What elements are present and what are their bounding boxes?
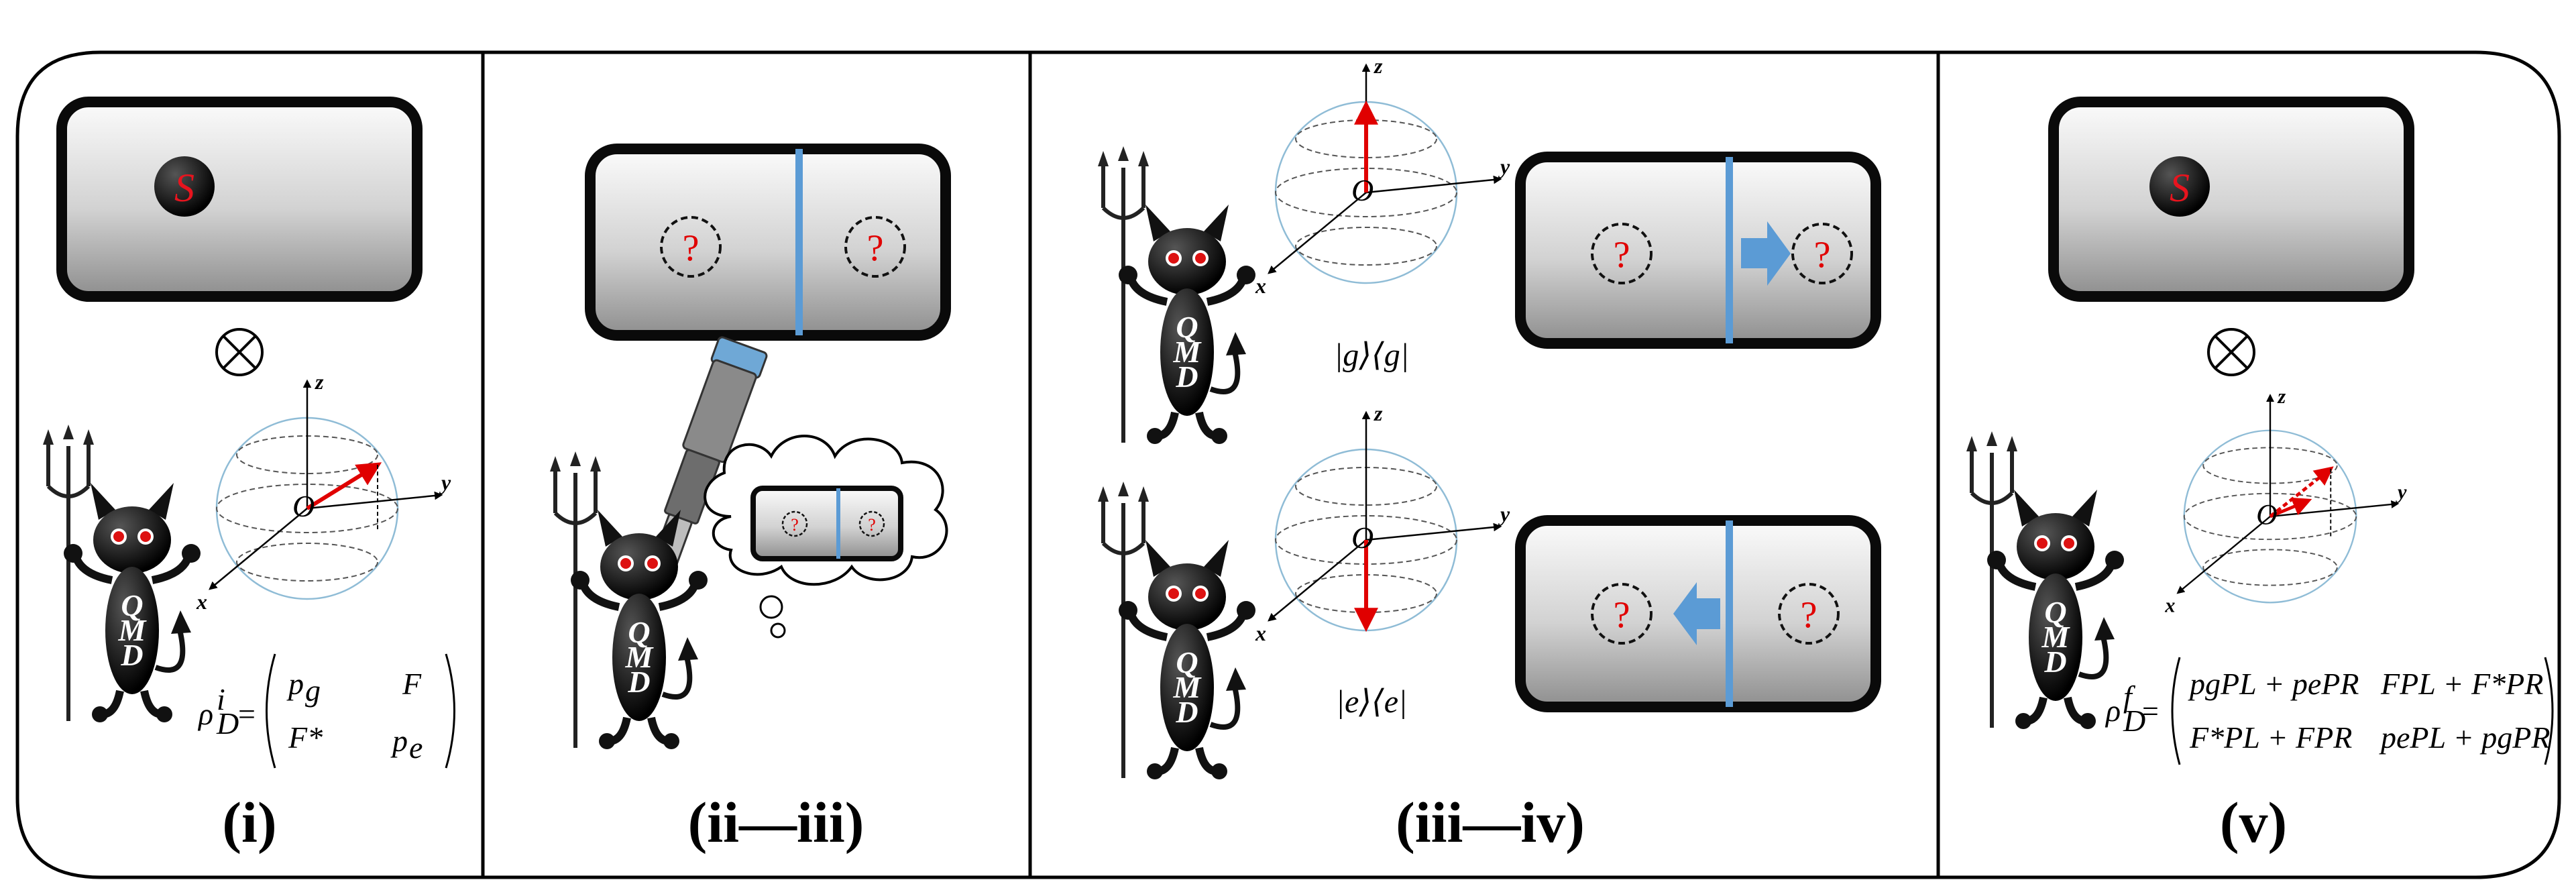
svg-text:?: ? — [791, 515, 799, 535]
right-arrow — [1741, 221, 1791, 286]
svg-text:M: M — [2041, 620, 2071, 654]
svg-text:=: = — [238, 697, 256, 731]
svg-text:D: D — [1175, 360, 1198, 394]
svg-text:Q: Q — [1176, 645, 1198, 679]
svg-text:?: ? — [1801, 594, 1817, 636]
svg-text:Q: Q — [628, 615, 650, 649]
svg-text:O: O — [1351, 520, 1374, 555]
svg-text:FPL + F*PR: FPL + F*PR — [2380, 667, 2543, 701]
svg-text:M: M — [625, 640, 655, 674]
svg-text:M: M — [1173, 335, 1202, 369]
svg-text:D: D — [120, 638, 143, 672]
system-symbol: S — [174, 166, 194, 210]
panel-iii-iv: Q M D z y x O |g⟩⟨g| ? ? Q M D z y x O — [1098, 54, 1881, 855]
bloch-sphere-excited: z y x O — [1255, 401, 1510, 645]
svg-text:D: D — [216, 706, 239, 740]
svg-text:z: z — [315, 370, 324, 394]
panel-label-iii-iv: (iii—iv) — [1396, 790, 1585, 855]
panel-label-i: (i) — [222, 790, 276, 855]
system-box — [56, 97, 423, 302]
svg-text:D: D — [1175, 695, 1198, 729]
svg-text:pgPL + pePR: pgPL + pePR — [2188, 667, 2359, 701]
excited-state-label: |e⟩⟨e| — [1336, 684, 1407, 720]
initial-density-matrix: ρ i D = p g F F* p e — [197, 653, 455, 769]
ground-state-label: |g⟩⟨g| — [1334, 337, 1409, 373]
system-ball — [154, 156, 215, 217]
left-arrow — [1673, 582, 1720, 645]
svg-text:M: M — [1173, 670, 1202, 704]
svg-text:?: ? — [868, 515, 876, 535]
svg-text:e: e — [409, 730, 423, 765]
svg-text:?: ? — [1614, 594, 1630, 636]
panel-i: S Q M D z y x O ρ i D = p g F F* p — [43, 97, 455, 855]
svg-text:?: ? — [1614, 234, 1630, 276]
panel-ii-iii: ? ? Q M D ? ? (ii—iii) — [550, 144, 951, 855]
demon-qmd — [1098, 146, 1255, 444]
svg-text:D: D — [2123, 704, 2145, 738]
svg-text:g: g — [305, 673, 321, 708]
bloch-sphere-final: z y x O — [2164, 385, 2407, 617]
svg-text:z: z — [1374, 401, 1383, 425]
svg-text:y: y — [2395, 480, 2407, 503]
svg-text:O: O — [1351, 173, 1374, 207]
svg-text:Q: Q — [1176, 310, 1198, 344]
demon-qmd — [43, 425, 201, 722]
svg-text:F*: F* — [288, 720, 323, 755]
svg-text:O: O — [2256, 498, 2278, 531]
svg-text:p: p — [390, 724, 408, 758]
partition-wall — [795, 149, 803, 335]
svg-text:x: x — [1255, 621, 1266, 645]
tensor-circle — [215, 328, 264, 376]
svg-text:x: x — [196, 590, 207, 614]
svg-text:y: y — [1498, 502, 1510, 526]
outer-frame — [15, 50, 2561, 879]
svg-text:?: ? — [1814, 234, 1831, 276]
svg-text:pePL + pgPR: pePL + pgPR — [2379, 720, 2551, 755]
svg-text:O: O — [292, 489, 315, 523]
demon-qmd — [1098, 482, 1255, 779]
svg-text:ρ: ρ — [197, 697, 213, 731]
svg-text:=: = — [2142, 695, 2159, 728]
system-box-final — [2048, 97, 2414, 302]
svg-text:z: z — [1374, 54, 1383, 78]
svg-text:Q: Q — [121, 588, 143, 622]
panel-label-v: (v) — [2220, 790, 2287, 855]
svg-text:y: y — [439, 470, 451, 494]
box-right-move — [1515, 152, 1881, 349]
demon-qmd — [1966, 431, 2124, 729]
svg-text:p: p — [286, 667, 304, 701]
bloch-sphere: z y x O — [196, 370, 451, 614]
panel-label-ii-iii: (ii—iii) — [688, 790, 864, 855]
svg-text:F*PL + FPR: F*PL + FPR — [2189, 720, 2352, 755]
svg-text:D: D — [627, 665, 650, 699]
svg-text:?: ? — [867, 227, 884, 269]
svg-text:z: z — [2277, 385, 2286, 408]
panel-v: S Q M D z y x O ρ f D = pgPL + pePR FPL … — [1966, 97, 2554, 855]
svg-text:i: i — [217, 682, 225, 716]
svg-text:F: F — [402, 667, 422, 701]
svg-text:x: x — [1255, 274, 1266, 298]
svg-text:D: D — [2043, 645, 2066, 679]
final-density-matrix: ρ f D = pgPL + pePR FPL + F*PR F*PL + FP… — [2105, 657, 2554, 765]
svg-text:M: M — [118, 613, 148, 647]
svg-text:ρ: ρ — [2105, 694, 2121, 728]
bloch-sphere-ground: z y x O — [1255, 54, 1510, 298]
svg-text:S: S — [2170, 166, 2190, 210]
svg-text:x: x — [2164, 594, 2175, 617]
svg-text:y: y — [1498, 154, 1510, 178]
svg-text:Q: Q — [2044, 595, 2066, 629]
svg-text:?: ? — [683, 227, 699, 269]
thought-cloud: ? ? — [704, 435, 948, 639]
partitioned-box — [585, 144, 951, 341]
